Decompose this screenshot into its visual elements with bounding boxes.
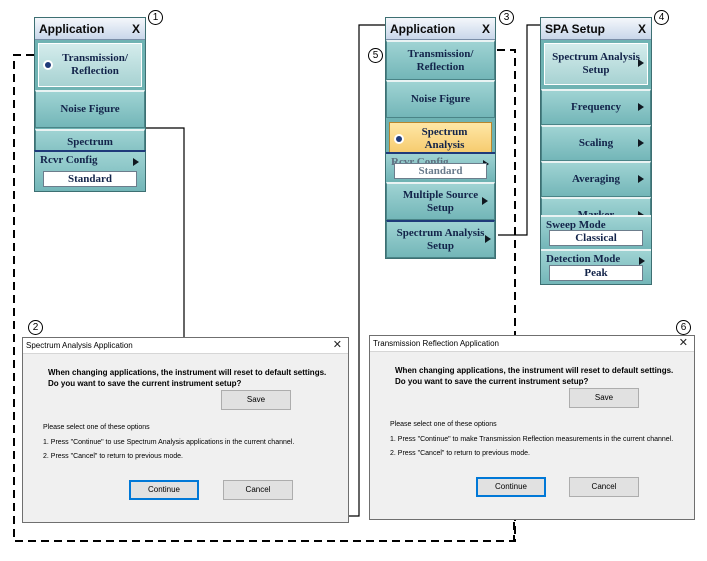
submenu-arrow-icon xyxy=(639,257,645,265)
spectrum-analysis-setup-label: Spectrum Analysis Setup xyxy=(396,226,485,252)
multiple-source-setup-label: Multiple Source Setup xyxy=(402,188,479,214)
option-1-text: 1. Press "Continue" to make Transmission… xyxy=(390,436,674,443)
noise-figure-label: Noise Figure xyxy=(410,93,471,105)
menu-title-text: Application xyxy=(39,22,105,36)
noise-figure-key[interactable]: Noise Figure xyxy=(35,90,145,128)
spectrum-analysis-setup-key[interactable]: Spectrum Analysis Setup xyxy=(544,43,648,85)
dialog-title: Transmission Reflection Application xyxy=(373,339,499,348)
close-icon[interactable]: ✕ xyxy=(678,337,688,349)
submenu-arrow-icon xyxy=(638,174,644,183)
option-2-text: 2. Press "Cancel" to return to previous … xyxy=(390,450,530,457)
close-icon[interactable]: X xyxy=(481,22,490,36)
reset-warning-text: When changing applications, the instrume… xyxy=(48,368,327,377)
close-icon[interactable]: ✕ xyxy=(332,339,342,351)
close-icon[interactable]: X xyxy=(637,22,646,36)
scaling-key[interactable]: Scaling xyxy=(541,125,651,161)
option-2-text: 2. Press "Cancel" to return to previous … xyxy=(43,453,183,460)
menu-title: Application X xyxy=(35,18,145,40)
transmission-reflection-key[interactable]: Transmission/ Reflection xyxy=(386,40,495,80)
submenu-arrow-icon xyxy=(485,234,491,243)
dashed-connector-1 xyxy=(13,49,516,542)
cancel-button[interactable]: Cancel xyxy=(223,480,293,500)
application-menu-3: Application X Transmission/ Reflection N… xyxy=(385,17,496,259)
save-question-text: Do you want to save the current instrume… xyxy=(48,379,242,388)
save-question-text: Do you want to save the current instrume… xyxy=(395,377,589,386)
submenu-arrow-icon xyxy=(133,158,139,166)
menu-title: Application X xyxy=(386,18,495,40)
spa-setup-menu: SPA Setup X Spectrum Analysis Setup Freq… xyxy=(540,17,652,285)
menu-title-text: SPA Setup xyxy=(545,22,606,36)
rcvr-config-section[interactable]: Rcvr Config Standard xyxy=(34,150,146,192)
frequency-key[interactable]: Frequency xyxy=(541,89,651,125)
sweep-mode-label: Sweep Mode xyxy=(546,219,606,231)
continue-button[interactable]: Continue xyxy=(129,480,199,500)
save-button[interactable]: Save xyxy=(221,390,291,410)
close-icon[interactable]: X xyxy=(131,22,140,36)
scaling-label: Scaling xyxy=(578,137,614,149)
cancel-button[interactable]: Cancel xyxy=(569,477,639,497)
transmission-reflection-dialog: Transmission Reflection Application ✕ Wh… xyxy=(369,335,695,520)
sweep-mode-section[interactable]: Sweep Mode Classical xyxy=(541,215,651,249)
multiple-source-setup-key[interactable]: Multiple Source Setup xyxy=(386,182,495,220)
callout-1: 1 xyxy=(148,10,163,25)
dialog-title-bar: Transmission Reflection Application ✕ xyxy=(370,336,694,352)
dialog-title-bar: Spectrum Analysis Application ✕ xyxy=(23,338,348,354)
rcvr-config-value: Standard xyxy=(43,171,137,187)
rcvr-config-section: Rcvr Config Standard xyxy=(386,152,495,180)
save-button[interactable]: Save xyxy=(569,388,639,408)
callout-4: 4 xyxy=(654,10,669,25)
selected-radio-icon xyxy=(396,136,402,142)
submenu-arrow-icon xyxy=(638,102,644,111)
menu-title-text: Application xyxy=(390,22,456,36)
option-1-text: 1. Press "Continue" to use Spectrum Anal… xyxy=(43,439,295,446)
spectrum-analysis-setup-key[interactable]: Spectrum Analysis Setup xyxy=(386,220,495,258)
rcvr-config-label: Rcvr Config xyxy=(40,154,98,166)
submenu-arrow-icon xyxy=(482,196,488,205)
selected-radio-icon xyxy=(45,62,51,68)
callout-6: 6 xyxy=(676,320,691,335)
noise-figure-key[interactable]: Noise Figure xyxy=(386,80,495,118)
callout-5: 5 xyxy=(368,48,383,63)
reset-warning-text: When changing applications, the instrume… xyxy=(395,366,674,375)
noise-figure-label: Noise Figure xyxy=(60,103,120,115)
menu-title: SPA Setup X xyxy=(541,18,651,40)
options-heading: Please select one of these options xyxy=(390,421,497,428)
submenu-arrow-icon xyxy=(638,138,644,147)
averaging-label: Averaging xyxy=(571,173,621,185)
spectrum-analysis-label: Spectrum Analysis xyxy=(421,126,468,151)
submenu-arrow-icon xyxy=(638,210,644,219)
averaging-key[interactable]: Averaging xyxy=(541,161,651,197)
callout-2: 2 xyxy=(28,320,43,335)
transmission-reflection-key[interactable]: Transmission/ Reflection xyxy=(38,43,142,87)
options-heading: Please select one of these options xyxy=(43,424,150,431)
detection-mode-section[interactable]: Detection Mode Peak xyxy=(541,249,651,284)
spectrum-analysis-setup-label: Spectrum Analysis Setup xyxy=(552,51,640,76)
transmission-reflection-label: Transmission/ Reflection xyxy=(62,52,128,77)
continue-button[interactable]: Continue xyxy=(476,477,546,497)
dialog-title: Spectrum Analysis Application xyxy=(26,341,133,350)
callout-3: 3 xyxy=(499,10,514,25)
detection-mode-value: Peak xyxy=(549,265,643,281)
submenu-arrow-icon xyxy=(638,59,644,67)
spectrum-analysis-key[interactable]: Spectrum Analysis xyxy=(389,122,492,156)
frequency-label: Frequency xyxy=(571,101,621,113)
spectrum-analysis-dialog: Spectrum Analysis Application ✕ When cha… xyxy=(22,337,349,523)
sweep-mode-value: Classical xyxy=(549,230,643,246)
solid-connector-1 xyxy=(146,127,185,337)
rcvr-config-value: Standard xyxy=(394,163,487,179)
detection-mode-label: Detection Mode xyxy=(546,253,621,265)
solid-connector-3 xyxy=(498,24,540,236)
transmission-reflection-label: Transmission/ Reflection xyxy=(407,47,474,73)
